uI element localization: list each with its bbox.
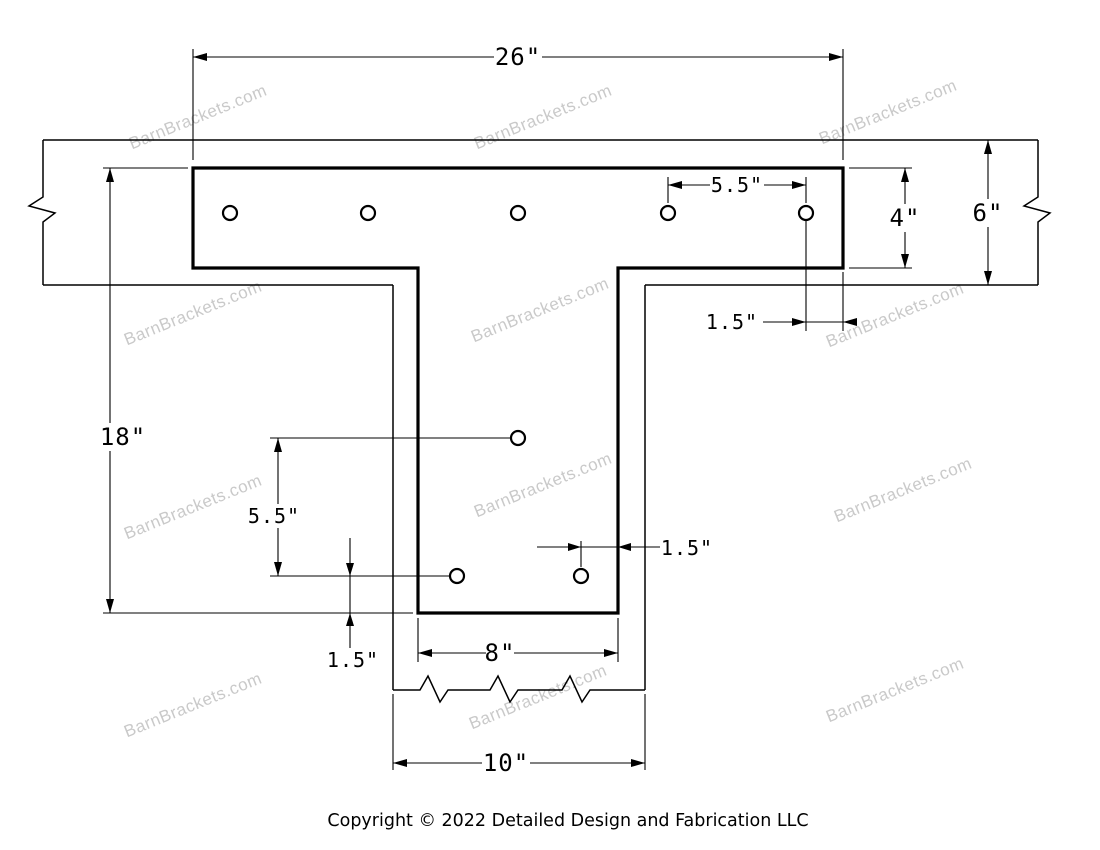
watermark-text: BarnBrackets.com (468, 274, 611, 347)
watermark-text: BarnBrackets.com (121, 277, 264, 350)
bolt-hole (221, 204, 239, 222)
dimension-post-width: 10" (392, 694, 646, 777)
watermark-text: BarnBrackets.com (471, 81, 614, 154)
watermark-text: BarnBrackets.com (471, 449, 614, 522)
dimension-label: 8" (485, 639, 516, 667)
watermark-text: BarnBrackets.com (831, 454, 974, 527)
watermark-text: BarnBrackets.com (126, 81, 269, 154)
bolt-hole (797, 204, 815, 222)
bolt-hole (359, 204, 377, 222)
bolt-hole (509, 204, 527, 222)
dimension-label: 18" (100, 423, 146, 451)
dimension-label: 1.5" (706, 310, 758, 334)
dimension-label: 10" (483, 749, 529, 777)
bolt-hole (448, 567, 466, 585)
dimension-top-hole-spacing: 5.5" (667, 173, 807, 203)
dimension-overall-height: 18" (100, 167, 413, 614)
dimension-label: 5.5" (248, 504, 300, 528)
dimension-label: 6" (973, 199, 1004, 227)
dimension-label: 1.5" (327, 648, 379, 672)
break-line-right (1022, 140, 1052, 285)
dimension-plate-width: 26" (192, 43, 844, 160)
watermark-text: BarnBrackets.com (823, 654, 966, 727)
bracket-outline (191, 166, 845, 615)
beam-outline (27, 139, 1052, 704)
watermark-layer: BarnBrackets.com BarnBrackets.com BarnBr… (121, 76, 974, 742)
break-line-bottom (393, 674, 645, 704)
dimension-top-hole-edge-offset: 1.5" (706, 221, 857, 334)
break-line-left (27, 140, 57, 285)
dimension-plate-height: 4" (849, 167, 921, 269)
dimension-stem-width: 8" (417, 618, 619, 667)
watermark-text: BarnBrackets.com (466, 661, 609, 734)
dimension-stem-hole-side-offset: 1.5" (537, 536, 713, 567)
watermark-text: BarnBrackets.com (121, 471, 264, 544)
dimension-label: 26" (495, 43, 541, 71)
watermark-text: BarnBrackets.com (816, 76, 959, 149)
copyright-text: Copyright © 2022 Detailed Design and Fab… (327, 811, 808, 831)
bolt-hole (659, 204, 677, 222)
dimension-label: 1.5" (661, 536, 713, 560)
dimension-label: 4" (890, 204, 921, 232)
bolt-hole (509, 429, 527, 447)
dimension-label: 5.5" (711, 173, 763, 197)
watermark-text: BarnBrackets.com (823, 279, 966, 352)
dimension-stem-bottom-offset: 1.5" (327, 538, 379, 672)
bolt-hole (572, 567, 590, 585)
dimension-beam-depth: 6" (973, 140, 1004, 285)
watermark-text: BarnBrackets.com (121, 669, 264, 742)
bolt-holes (221, 204, 815, 585)
dimension-stem-hole-spacing: 5.5" (247, 437, 510, 577)
